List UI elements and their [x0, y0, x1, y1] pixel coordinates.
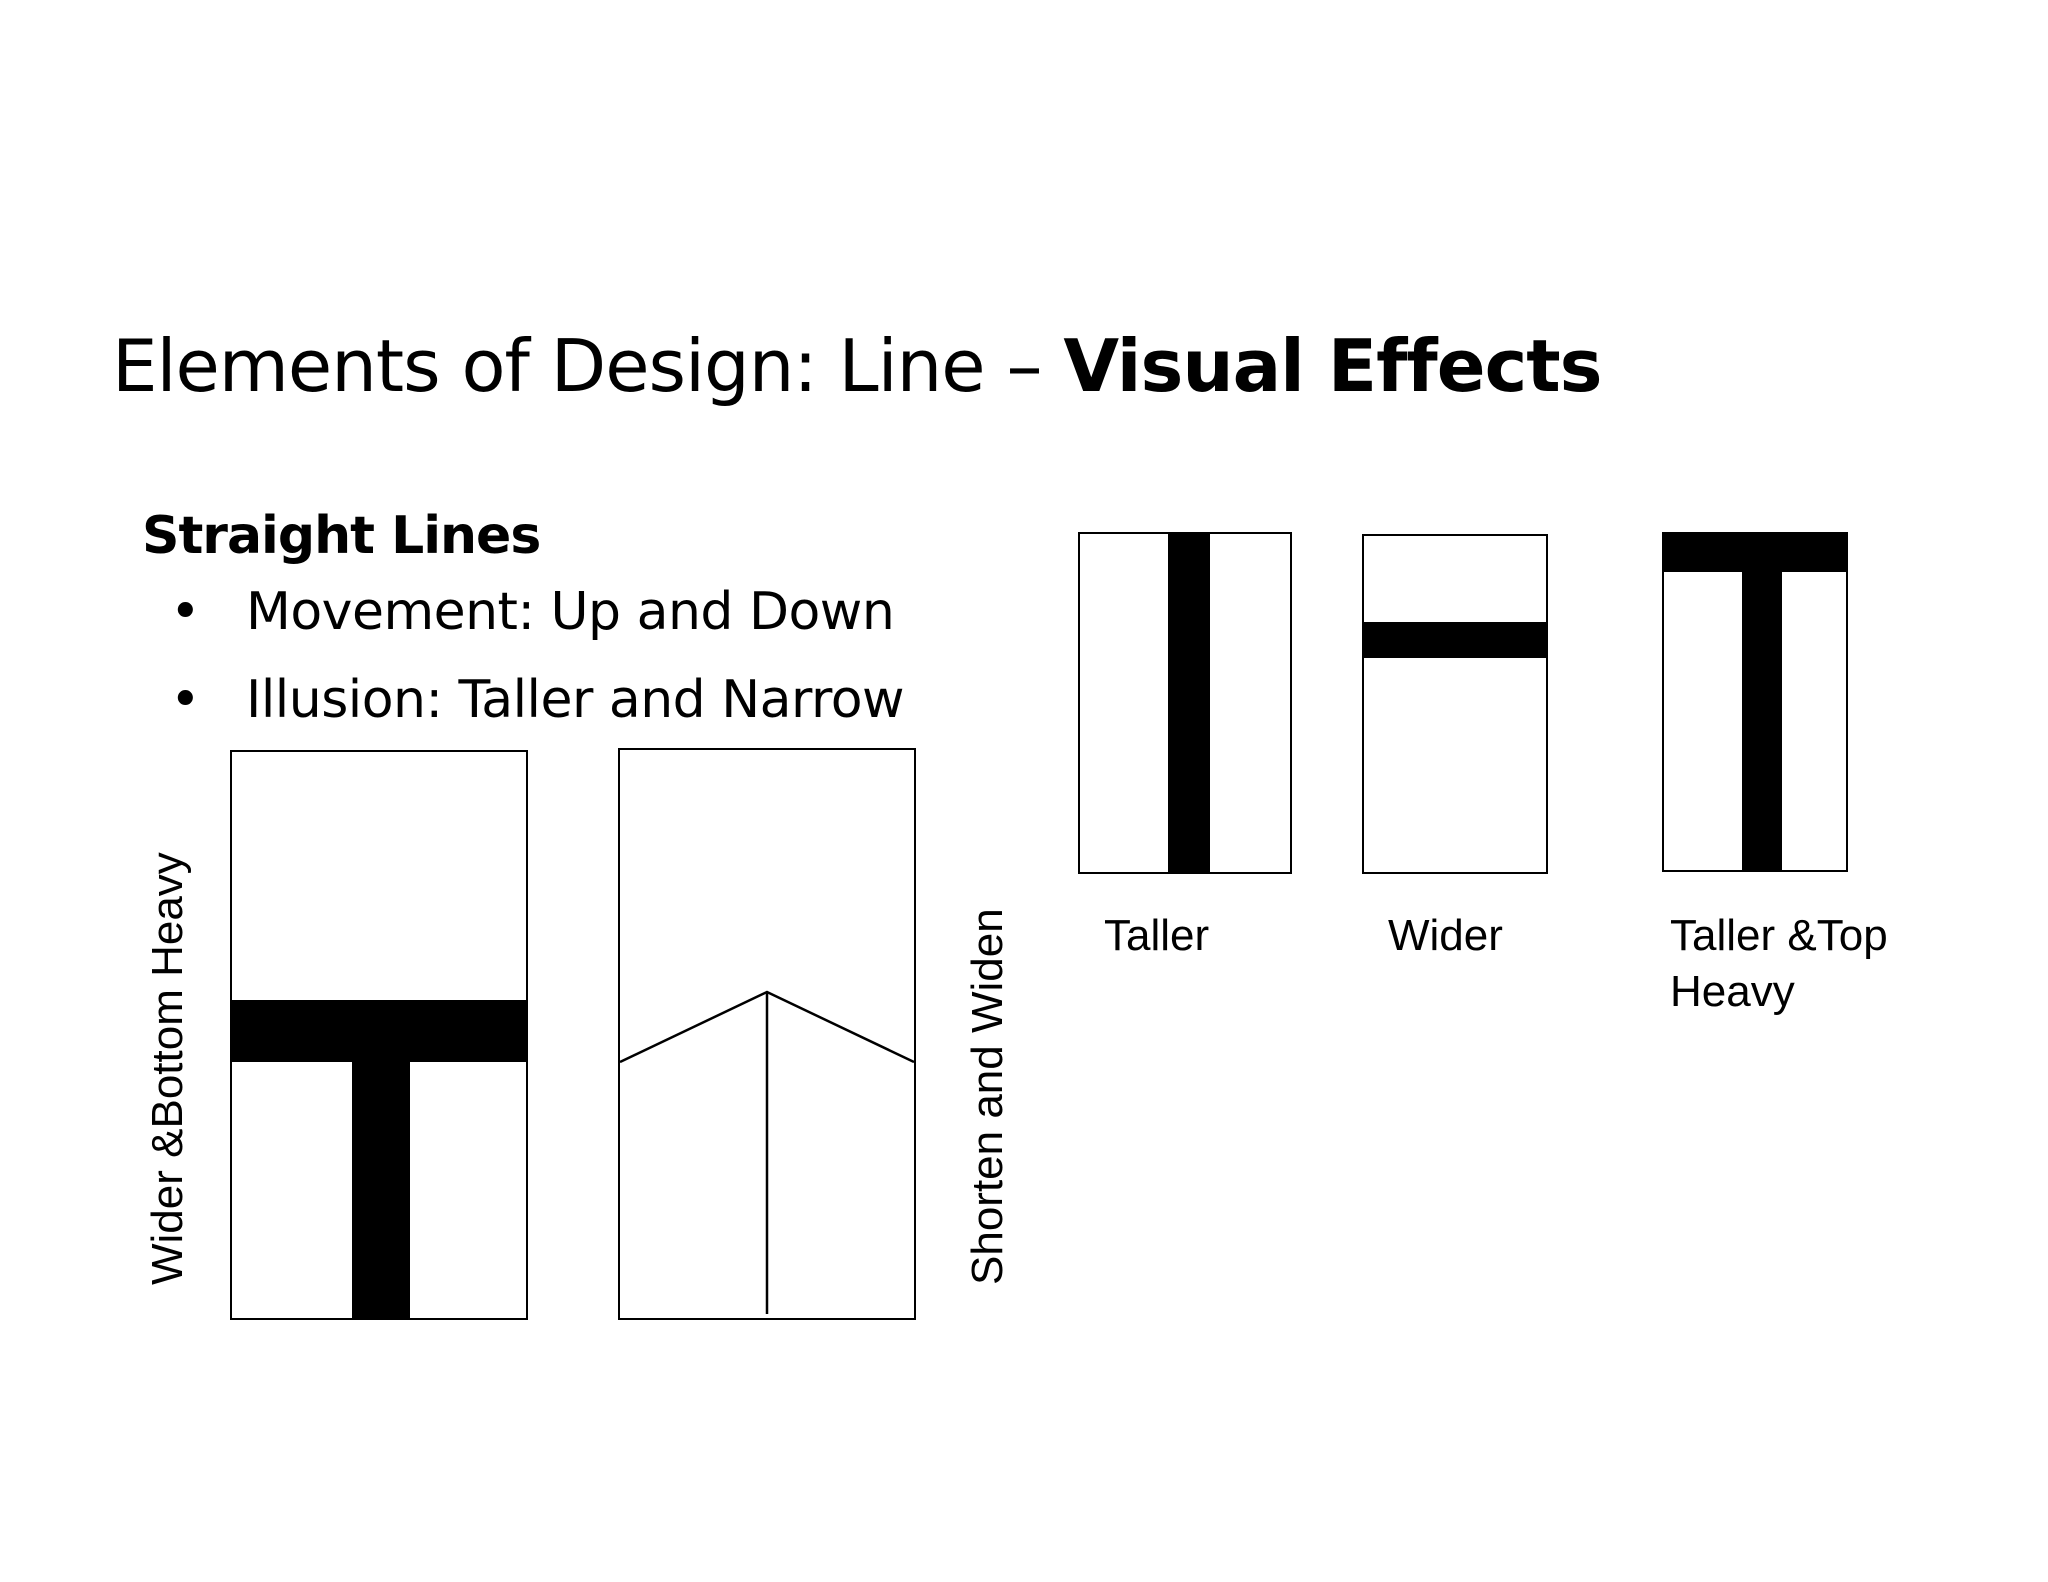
bullet-dot: •	[170, 582, 201, 642]
slide-title: Elements of Design: Line – Visual Effect…	[112, 330, 1603, 402]
taller-top-heavy-figure	[1662, 532, 1848, 872]
subheading: Straight Lines	[142, 506, 541, 566]
vertical-stem	[1742, 570, 1782, 870]
top-band	[1664, 534, 1846, 572]
horizontal-band	[232, 1000, 526, 1062]
bullet-item: • Illusion: Taller and Narrow	[170, 670, 905, 758]
taller-top-heavy-label: Taller &Top Heavy	[1670, 908, 1888, 1020]
bottom-heavy-figure	[230, 750, 528, 1320]
slide-title-regular: Elements of Design: Line –	[112, 324, 1064, 408]
taller-top-heavy-label-line2: Heavy	[1670, 967, 1795, 1016]
horizontal-band	[1364, 622, 1546, 658]
vertical-stem	[352, 1060, 410, 1318]
bullet-dot: •	[170, 670, 201, 730]
vertical-band	[1168, 534, 1210, 872]
bullet-list: • Movement: Up and Down • Illusion: Tall…	[170, 582, 905, 758]
shorten-widen-figure	[618, 748, 916, 1320]
shorten-widen-label: Shorten and Widen	[963, 908, 1012, 1285]
wider-figure	[1362, 534, 1548, 874]
taller-figure	[1078, 532, 1292, 874]
bullet-item: • Movement: Up and Down	[170, 582, 904, 670]
taller-label: Taller	[1104, 911, 1210, 960]
bullet-text: Illusion: Taller and Narrow	[246, 670, 905, 730]
bottom-heavy-label: Wider &Bottom Heavy	[143, 852, 192, 1285]
bullet-text: Movement: Up and Down	[246, 582, 895, 642]
wider-label: Wider	[1388, 911, 1503, 960]
slide-title-bold: Visual Effects	[1063, 324, 1602, 408]
taller-top-heavy-label-line1: Taller &Top	[1670, 911, 1888, 960]
